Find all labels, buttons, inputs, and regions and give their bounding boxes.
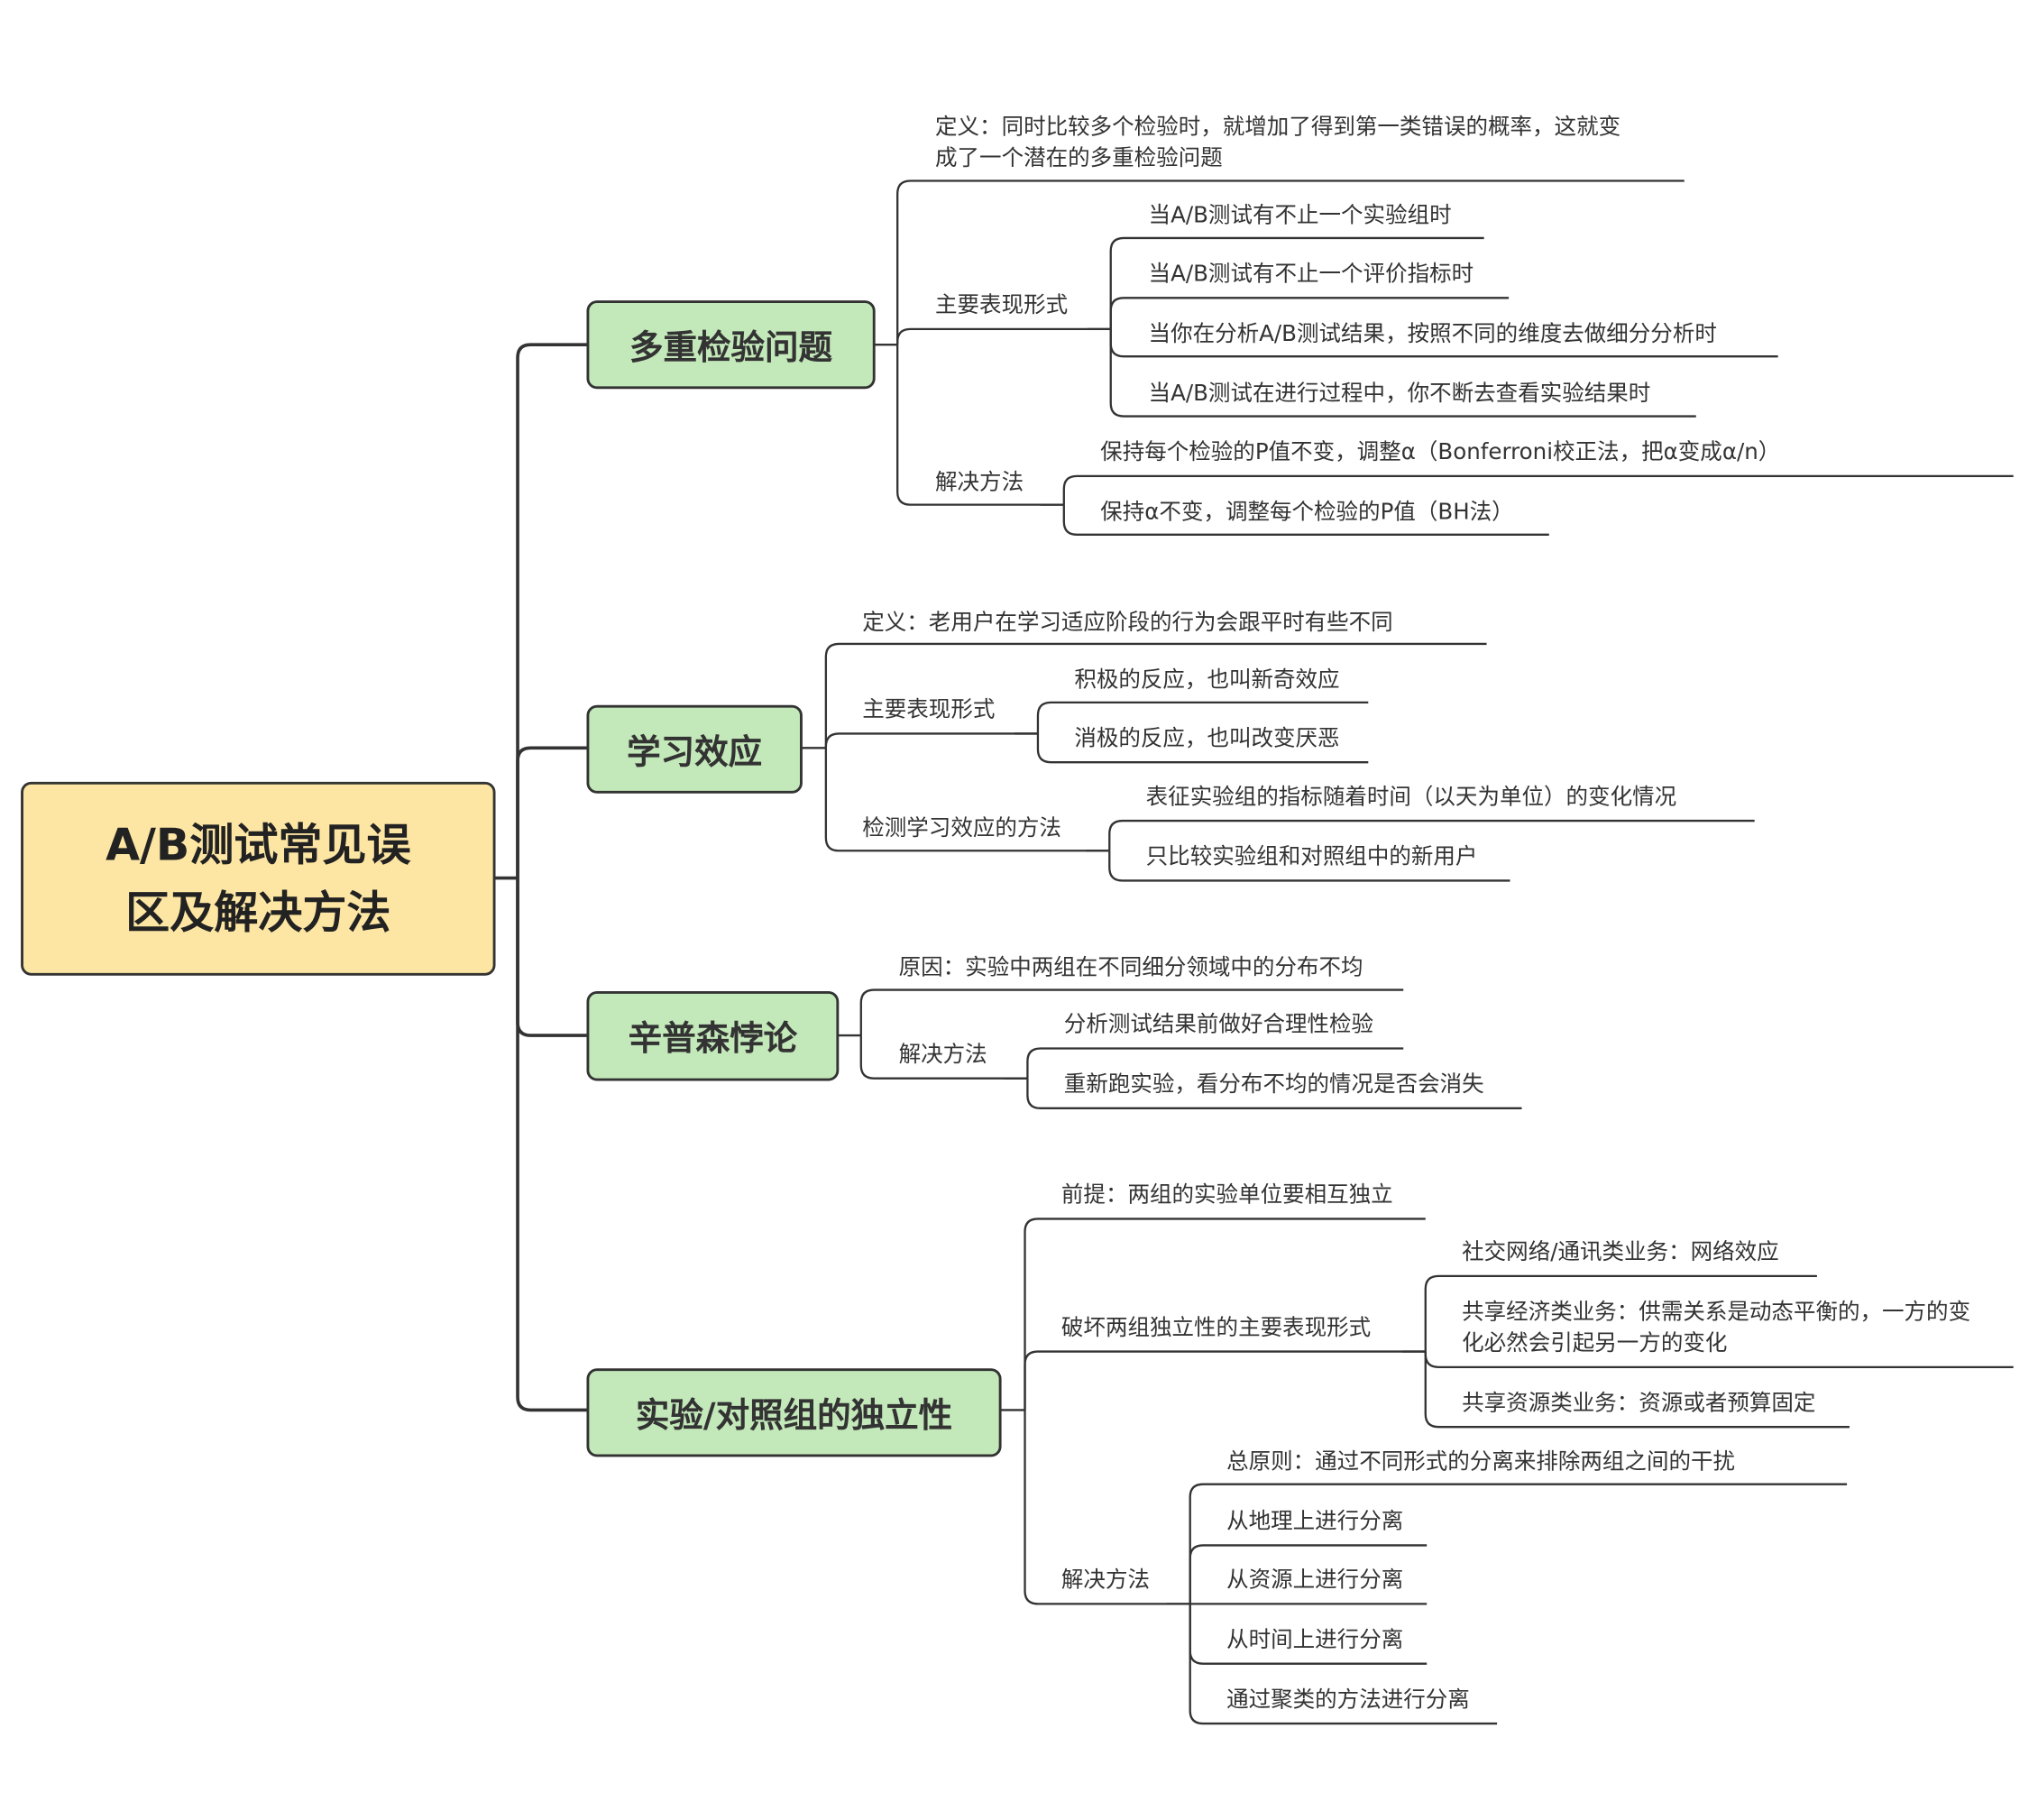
branch-multiple-testing[interactable]: 多重检验问题 bbox=[586, 300, 876, 390]
connector-line bbox=[1036, 701, 1369, 734]
leaf-node[interactable]: 积极的反应，也叫新奇效应 bbox=[1074, 666, 1340, 694]
connector-line bbox=[824, 732, 1038, 749]
connector-line bbox=[1189, 1483, 1848, 1604]
connector-line bbox=[1024, 1410, 1190, 1605]
forms-label[interactable]: 主要表现形式 bbox=[935, 292, 1069, 319]
connector-line bbox=[859, 988, 1404, 1036]
leaf-node[interactable]: 总原则：通过不同形式的分离来排除两组之间的干扰 bbox=[1226, 1448, 1736, 1475]
solution-label[interactable]: 解决方法 bbox=[898, 1042, 987, 1069]
leaf-node[interactable]: 当你在分析A/B测试结果，按照不同的维度去做细分分析时 bbox=[1148, 321, 1717, 348]
connector-line bbox=[1036, 733, 1369, 764]
premise-node[interactable]: 前提：两组的实验单位要相互独立 bbox=[1060, 1182, 1393, 1209]
leaf-node[interactable]: 只比较实验组和对照组中的新用户 bbox=[1145, 844, 1478, 870]
connector-line bbox=[859, 1035, 1028, 1080]
connector-line bbox=[1424, 1351, 1850, 1429]
leaf-node[interactable]: 当A/B测试有不止一个实验组时 bbox=[1148, 202, 1452, 229]
connector-line bbox=[1109, 236, 1484, 329]
root-title-line2: 区及解决方法 bbox=[125, 886, 391, 939]
forms-label[interactable]: 破坏两组独立性的主要表现形式 bbox=[1060, 1315, 1372, 1342]
connector-line bbox=[1062, 504, 1549, 536]
connector-line bbox=[896, 345, 1064, 506]
root-title-line1: A/B测试常见误 bbox=[106, 818, 411, 871]
connector-line bbox=[1108, 819, 1755, 851]
connector-line bbox=[1189, 1604, 1498, 1725]
branch-title: 辛普森悖论 bbox=[628, 1019, 798, 1060]
connector-line bbox=[516, 746, 587, 878]
definition-node[interactable]: 定义：同时比较多个检验时，就增加了得到第一类错误的概率，这就变成了一个潜在的多重… bbox=[935, 112, 1620, 174]
leaf-node[interactable]: 从时间上进行分离 bbox=[1226, 1627, 1404, 1654]
branch-learning-effect[interactable]: 学习效应 bbox=[586, 704, 803, 794]
leaf-node[interactable]: 重新跑实验，看分布不均的情况是否会消失 bbox=[1063, 1071, 1484, 1098]
solution-label[interactable]: 解决方法 bbox=[1060, 1567, 1150, 1594]
text-line: 化必然会引起另一方的变化 bbox=[1462, 1330, 1728, 1357]
leaf-node[interactable]: 当A/B测试有不止一个评价指标时 bbox=[1148, 261, 1474, 288]
connector-line bbox=[1189, 1544, 1428, 1604]
text-line: 定义：同时比较多个检验时，就增加了得到第一类错误的概率，这就变 bbox=[935, 114, 1621, 141]
detect-label[interactable]: 检测学习效应的方法 bbox=[862, 815, 1061, 842]
branch-group-independence[interactable]: 实验/对照组的独立性 bbox=[586, 1368, 1002, 1457]
leaf-node[interactable]: 保持每个检验的P值不变，调整α（Bonferroni校正法，把α变成α/n） bbox=[1100, 439, 1781, 466]
branch-title: 实验/对照组的独立性 bbox=[635, 1396, 953, 1436]
leaf-node[interactable]: 表征实验组的指标随着时间（以天为单位）的变化情况 bbox=[1145, 784, 1677, 811]
connector-line bbox=[1109, 328, 1696, 418]
branch-title: 多重检验问题 bbox=[629, 328, 833, 368]
definition-node[interactable]: 定义：老用户在学习适应阶段的行为会跟平时有些不同 bbox=[862, 610, 1393, 637]
connector-line bbox=[1026, 1078, 1522, 1109]
connector-line bbox=[824, 642, 1487, 749]
leaf-node[interactable]: 共享经济类业务：供需关系是动态平衡的，一方的变化必然会引起另一方的变化 bbox=[1462, 1297, 1970, 1359]
leaf-node[interactable]: 从资源上进行分离 bbox=[1226, 1567, 1404, 1594]
connector-line bbox=[1024, 1350, 1426, 1411]
text-line: 共享经济类业务：供需关系是动态平衡的，一方的变 bbox=[1462, 1299, 1971, 1326]
cause-node[interactable]: 原因：实验中两组在不同细分领域中的分布不均 bbox=[898, 954, 1363, 981]
connector-line bbox=[516, 878, 587, 1412]
connector-line bbox=[1026, 1047, 1404, 1079]
branch-simpson-paradox[interactable]: 辛普森悖论 bbox=[586, 991, 840, 1081]
connector-line bbox=[896, 327, 1111, 345]
leaf-node[interactable]: 分析测试结果前做好合理性检验 bbox=[1063, 1012, 1374, 1038]
text-line: 成了一个潜在的多重检验问题 bbox=[935, 145, 1223, 172]
connector-line bbox=[516, 878, 587, 1037]
connector-line bbox=[1062, 474, 2014, 505]
leaf-node[interactable]: 从地理上进行分离 bbox=[1226, 1509, 1404, 1535]
leaf-node[interactable]: 当A/B测试在进行过程中，你不断去查看实验结果时 bbox=[1148, 381, 1651, 408]
leaf-node[interactable]: 社交网络/通讯类业务：网络效应 bbox=[1462, 1239, 1779, 1266]
connector-line bbox=[824, 748, 1110, 852]
connector-line bbox=[1424, 1274, 1817, 1352]
connector-line bbox=[1109, 297, 1510, 329]
solution-label[interactable]: 解决方法 bbox=[935, 469, 1024, 496]
leaf-node[interactable]: 消极的反应，也叫改变厌恶 bbox=[1074, 725, 1340, 752]
connector-line bbox=[1108, 850, 1510, 882]
connector-line bbox=[1024, 1218, 1426, 1411]
leaf-node[interactable]: 通过聚类的方法进行分离 bbox=[1226, 1687, 1470, 1714]
connector-line bbox=[516, 343, 587, 878]
forms-label[interactable]: 主要表现形式 bbox=[862, 697, 996, 723]
leaf-node[interactable]: 共享资源类业务：资源或者预算固定 bbox=[1462, 1390, 1816, 1417]
branch-title: 学习效应 bbox=[627, 732, 763, 773]
leaf-node[interactable]: 保持α不变，调整每个检验的P值（BH法） bbox=[1100, 499, 1514, 526]
root-node[interactable]: A/B测试常见误区及解决方法 bbox=[21, 781, 496, 976]
connector-line bbox=[896, 179, 1685, 345]
